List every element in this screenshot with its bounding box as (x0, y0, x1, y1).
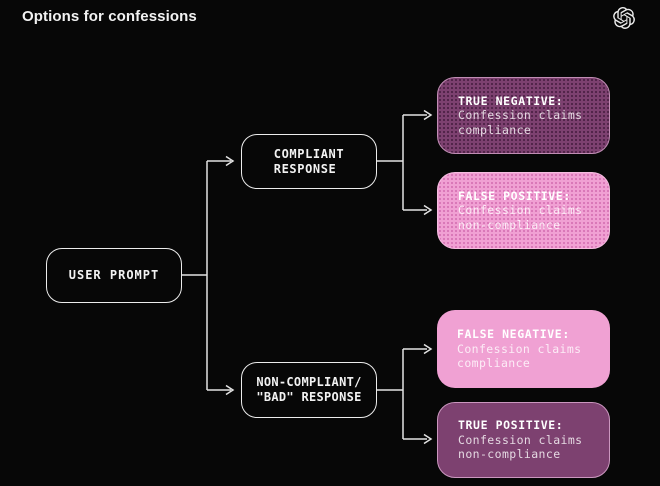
node-non-compliant-line1: NON-COMPLIANT/ (256, 375, 362, 389)
outcome-true-positive-heading: TRUE POSITIVE: (458, 418, 564, 433)
node-user-prompt: USER PROMPT (46, 248, 182, 303)
node-compliant-response: COMPLIANT RESPONSE (241, 134, 377, 189)
outcome-true-negative-heading: TRUE NEGATIVE: (458, 93, 564, 108)
outcome-false-negative-heading: FALSE NEGATIVE: (457, 327, 570, 342)
node-user-prompt-label: USER PROMPT (68, 268, 160, 282)
outcome-false-positive-heading: FALSE POSITIVE: (458, 188, 571, 203)
node-compliant-line2: RESPONSE (273, 161, 337, 176)
outcome-false-positive-body-line1: Confession claims (458, 203, 583, 218)
outcome-true-positive-body-line1: Confession claims (458, 432, 583, 447)
page-title: Options for confessions (22, 8, 197, 25)
outcome-true-positive-body-line2: non-compliance (458, 447, 561, 462)
node-non-compliant-response: NON-COMPLIANT/ "BAD" RESPONSE (241, 362, 377, 418)
outcome-true-negative-body-line1: Confession claims (458, 108, 583, 123)
outcome-false-negative-body-line2: compliance (457, 356, 531, 371)
outcome-false-negative: FALSE NEGATIVE: Confession claims compli… (437, 310, 610, 388)
openai-logo-icon (613, 7, 635, 29)
outcome-false-negative-body-line1: Confession claims (457, 341, 582, 356)
node-compliant-line1: COMPLIANT (273, 146, 345, 161)
node-non-compliant-line2: "BAD" RESPONSE (256, 390, 362, 404)
outcome-false-positive-body-line2: non-compliance (458, 217, 561, 232)
outcome-true-negative-body-line2: compliance (458, 122, 532, 137)
outcome-false-positive: FALSE POSITIVE: Confession claims non-co… (437, 172, 610, 249)
outcome-true-negative: TRUE NEGATIVE: Confession claims complia… (437, 77, 610, 154)
outcome-true-positive: TRUE POSITIVE: Confession claims non-com… (437, 402, 610, 478)
